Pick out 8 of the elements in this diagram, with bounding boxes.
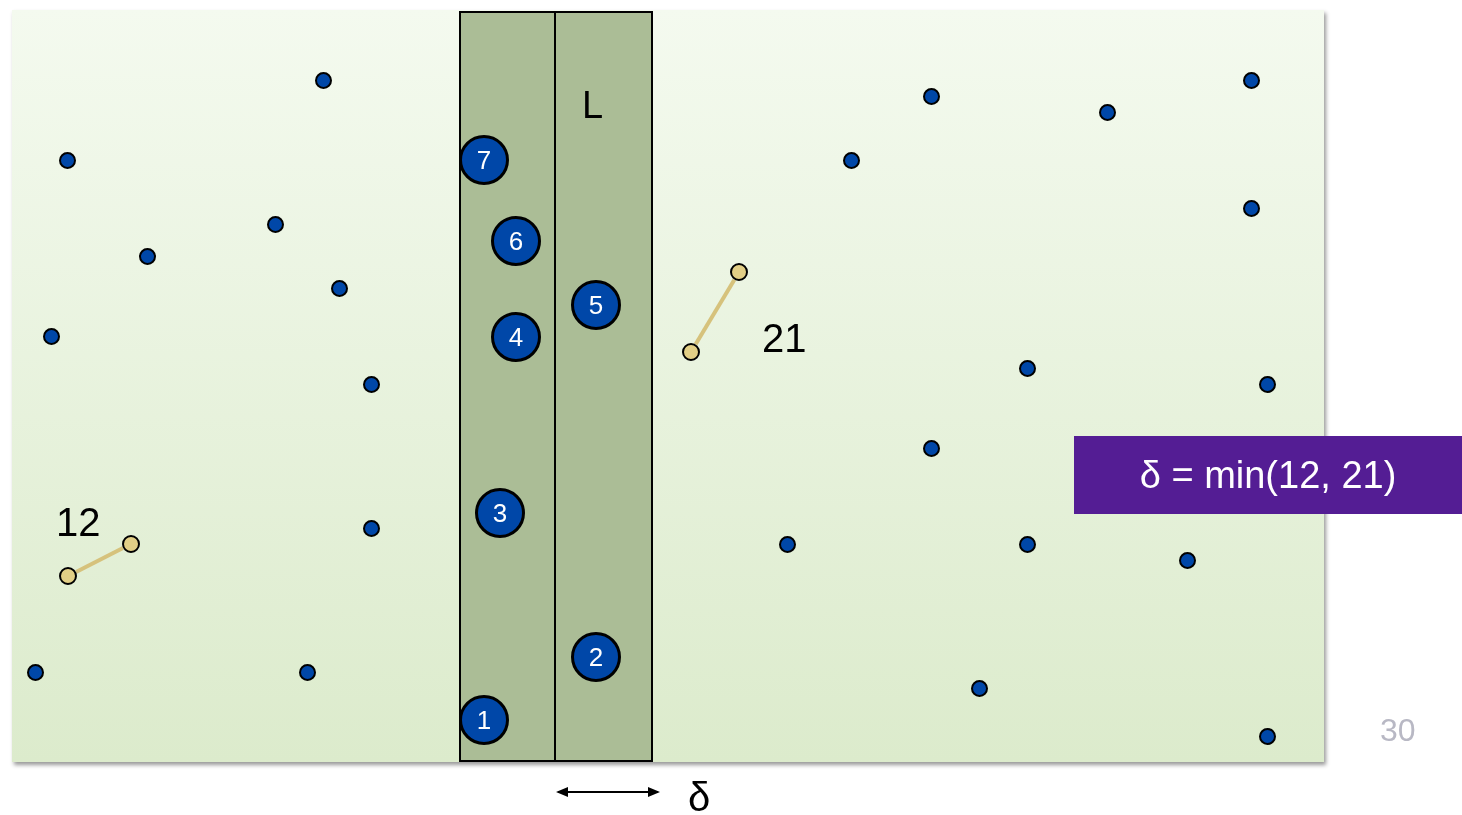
distance-line bbox=[693, 278, 737, 346]
distance-label: 12 bbox=[56, 500, 101, 545]
line-label: L bbox=[582, 84, 604, 127]
formula-box: δ = min(12, 21) bbox=[1074, 436, 1462, 514]
distance-line bbox=[75, 546, 124, 574]
distance-label: 21 bbox=[762, 316, 807, 361]
width-label: δ bbox=[688, 775, 711, 815]
page-number: 30 bbox=[1380, 712, 1416, 749]
